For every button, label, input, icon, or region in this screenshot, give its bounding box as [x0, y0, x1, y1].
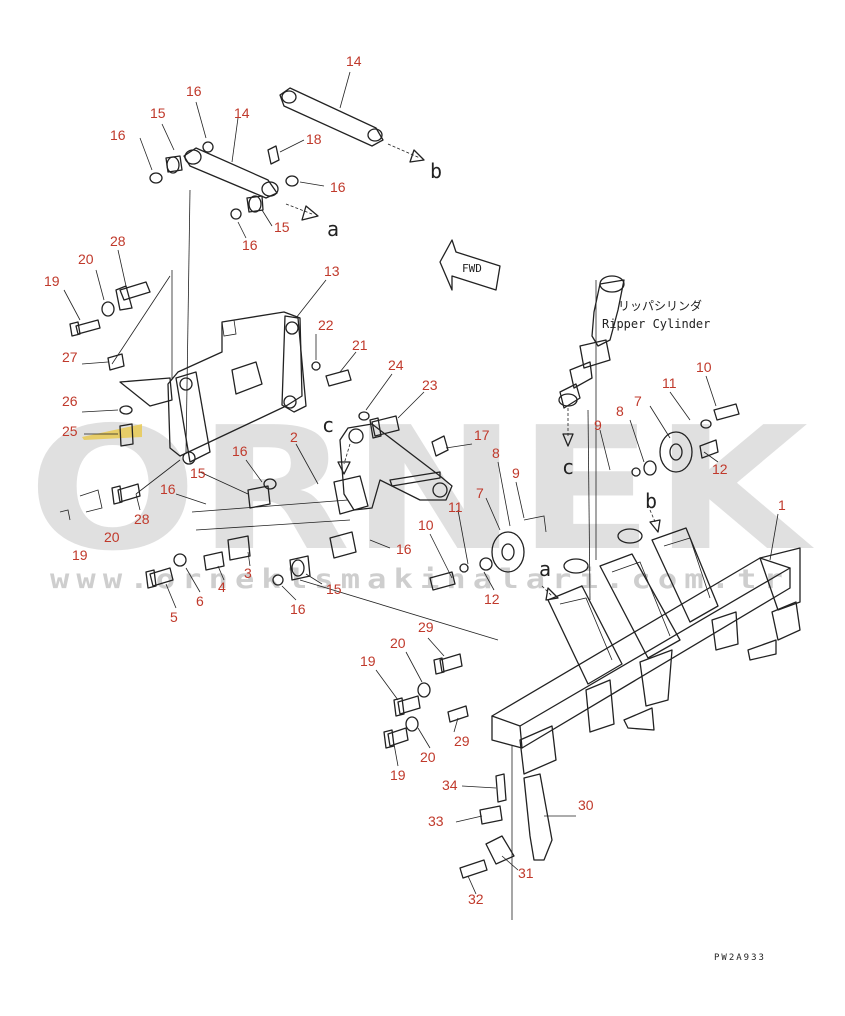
- callout-14-lower: 14: [234, 105, 250, 121]
- part-drawings: FWD: [59, 87, 801, 920]
- callout-9: 9: [594, 417, 602, 433]
- callout-8: 8: [492, 445, 500, 461]
- callout-16: 16: [110, 127, 126, 143]
- ripper-cylinder-label-jp: リッパシリンダ: [618, 298, 702, 313]
- arrow-letter-c-1: c: [322, 413, 334, 437]
- callout-33: 33: [428, 813, 444, 829]
- fwd-label: FWD: [462, 262, 482, 275]
- callout-16: 16: [242, 237, 258, 253]
- callout-26: 26: [62, 393, 78, 409]
- fasteners-lower-left: [59, 483, 141, 521]
- callout-1: 1: [778, 497, 786, 513]
- arrow-letter-a-2: a: [539, 557, 551, 581]
- arrow-letter-a-1: a: [327, 217, 339, 241]
- callout-4: 4: [218, 579, 226, 595]
- callout-12: 12: [484, 591, 500, 607]
- ripper-cylinder-label-en: Ripper Cylinder: [602, 317, 710, 331]
- callout-16: 16: [330, 179, 346, 195]
- callout-16: 16: [232, 443, 248, 459]
- callout-15: 15: [326, 581, 342, 597]
- callout-10: 10: [418, 517, 434, 533]
- callout-24: 24: [388, 357, 404, 373]
- assembly-lines: [171, 189, 597, 920]
- callout-20: 20: [390, 635, 406, 651]
- cap-assembly-upper: [631, 403, 740, 477]
- callout-5: 5: [170, 609, 178, 625]
- callout-22: 22: [318, 317, 334, 333]
- callout-29: 29: [454, 733, 470, 749]
- callout-19: 19: [44, 273, 60, 289]
- callout-7: 7: [476, 485, 484, 501]
- link-14-lower: [183, 147, 279, 199]
- callout-21: 21: [352, 337, 368, 353]
- callout-15: 15: [150, 105, 166, 121]
- callout-20: 20: [78, 251, 94, 267]
- link-14-upper: [279, 87, 384, 147]
- arrow-letter-b-1: b: [430, 159, 442, 183]
- callout-31: 31: [518, 865, 534, 881]
- callout-7: 7: [634, 393, 642, 409]
- callout-6: 6: [196, 593, 204, 609]
- callout-15: 15: [274, 219, 290, 235]
- callout-28: 28: [134, 511, 150, 527]
- callout-28: 28: [110, 233, 126, 249]
- callout-25: 25: [62, 423, 78, 439]
- callout-29: 29: [418, 619, 434, 635]
- callout-27: 27: [62, 349, 78, 365]
- frame-bracket-13: [119, 311, 307, 465]
- callout-23: 23: [422, 377, 438, 393]
- callout-11: 11: [448, 499, 463, 515]
- lever-2: [333, 423, 453, 515]
- callout-10: 10: [696, 359, 712, 375]
- reference-code: PW2A933: [714, 953, 766, 963]
- direction-arrows: [285, 143, 661, 601]
- watermark-accent: [82, 424, 142, 440]
- callout-18: 18: [306, 131, 322, 147]
- callout-numbers: 14 16 15 14 16 18 16 15 16 28 20 19 13 2…: [44, 53, 786, 907]
- captions: リッパシリンダ Ripper Cylinder PW2A933: [602, 298, 766, 963]
- callout-17: 17: [474, 427, 490, 443]
- fasteners-lower: [383, 653, 469, 749]
- cap-assembly-lower: [429, 515, 547, 591]
- ripper-cylinder: [558, 275, 625, 409]
- fwd-arrow: FWD: [439, 239, 501, 291]
- callout-32: 32: [468, 891, 484, 907]
- callout-15: 15: [190, 465, 206, 481]
- watermark-brand: ORNEK: [28, 391, 814, 589]
- callout-11: 11: [662, 375, 677, 391]
- callout-20: 20: [104, 529, 120, 545]
- callout-16: 16: [186, 83, 202, 99]
- shaft-assembly: [145, 478, 357, 589]
- shank-30: [459, 773, 553, 879]
- arrow-letter-b-2: b: [645, 489, 657, 513]
- callout-3: 3: [244, 565, 252, 581]
- leader-lines: [63, 71, 779, 895]
- arrow-letter-c-2: c: [562, 455, 574, 479]
- fasteners-mid: [311, 361, 400, 439]
- watermark: ORNEK www.orneklsmakinalari.com.tr: [28, 391, 814, 595]
- callout-19: 19: [360, 653, 376, 669]
- callout-2: 2: [290, 429, 298, 445]
- callout-19: 19: [390, 767, 406, 783]
- callout-16: 16: [396, 541, 412, 557]
- callout-8: 8: [616, 403, 624, 419]
- callout-19: 19: [72, 547, 88, 563]
- callout-12: 12: [712, 461, 728, 477]
- watermark-url: www.orneklsmakinalari.com.tr: [50, 564, 790, 595]
- callout-20: 20: [420, 749, 436, 765]
- arrow-letters: a a b b c c: [322, 159, 657, 581]
- bushings-top: [149, 141, 299, 220]
- callout-14-upper: 14: [346, 53, 362, 69]
- callout-34: 34: [442, 777, 458, 793]
- ripper-beam-1: [491, 527, 801, 775]
- callout-9: 9: [512, 465, 520, 481]
- callout-30: 30: [578, 797, 594, 813]
- callout-16: 16: [290, 601, 306, 617]
- callout-13: 13: [324, 263, 340, 279]
- callout-16: 16: [160, 481, 176, 497]
